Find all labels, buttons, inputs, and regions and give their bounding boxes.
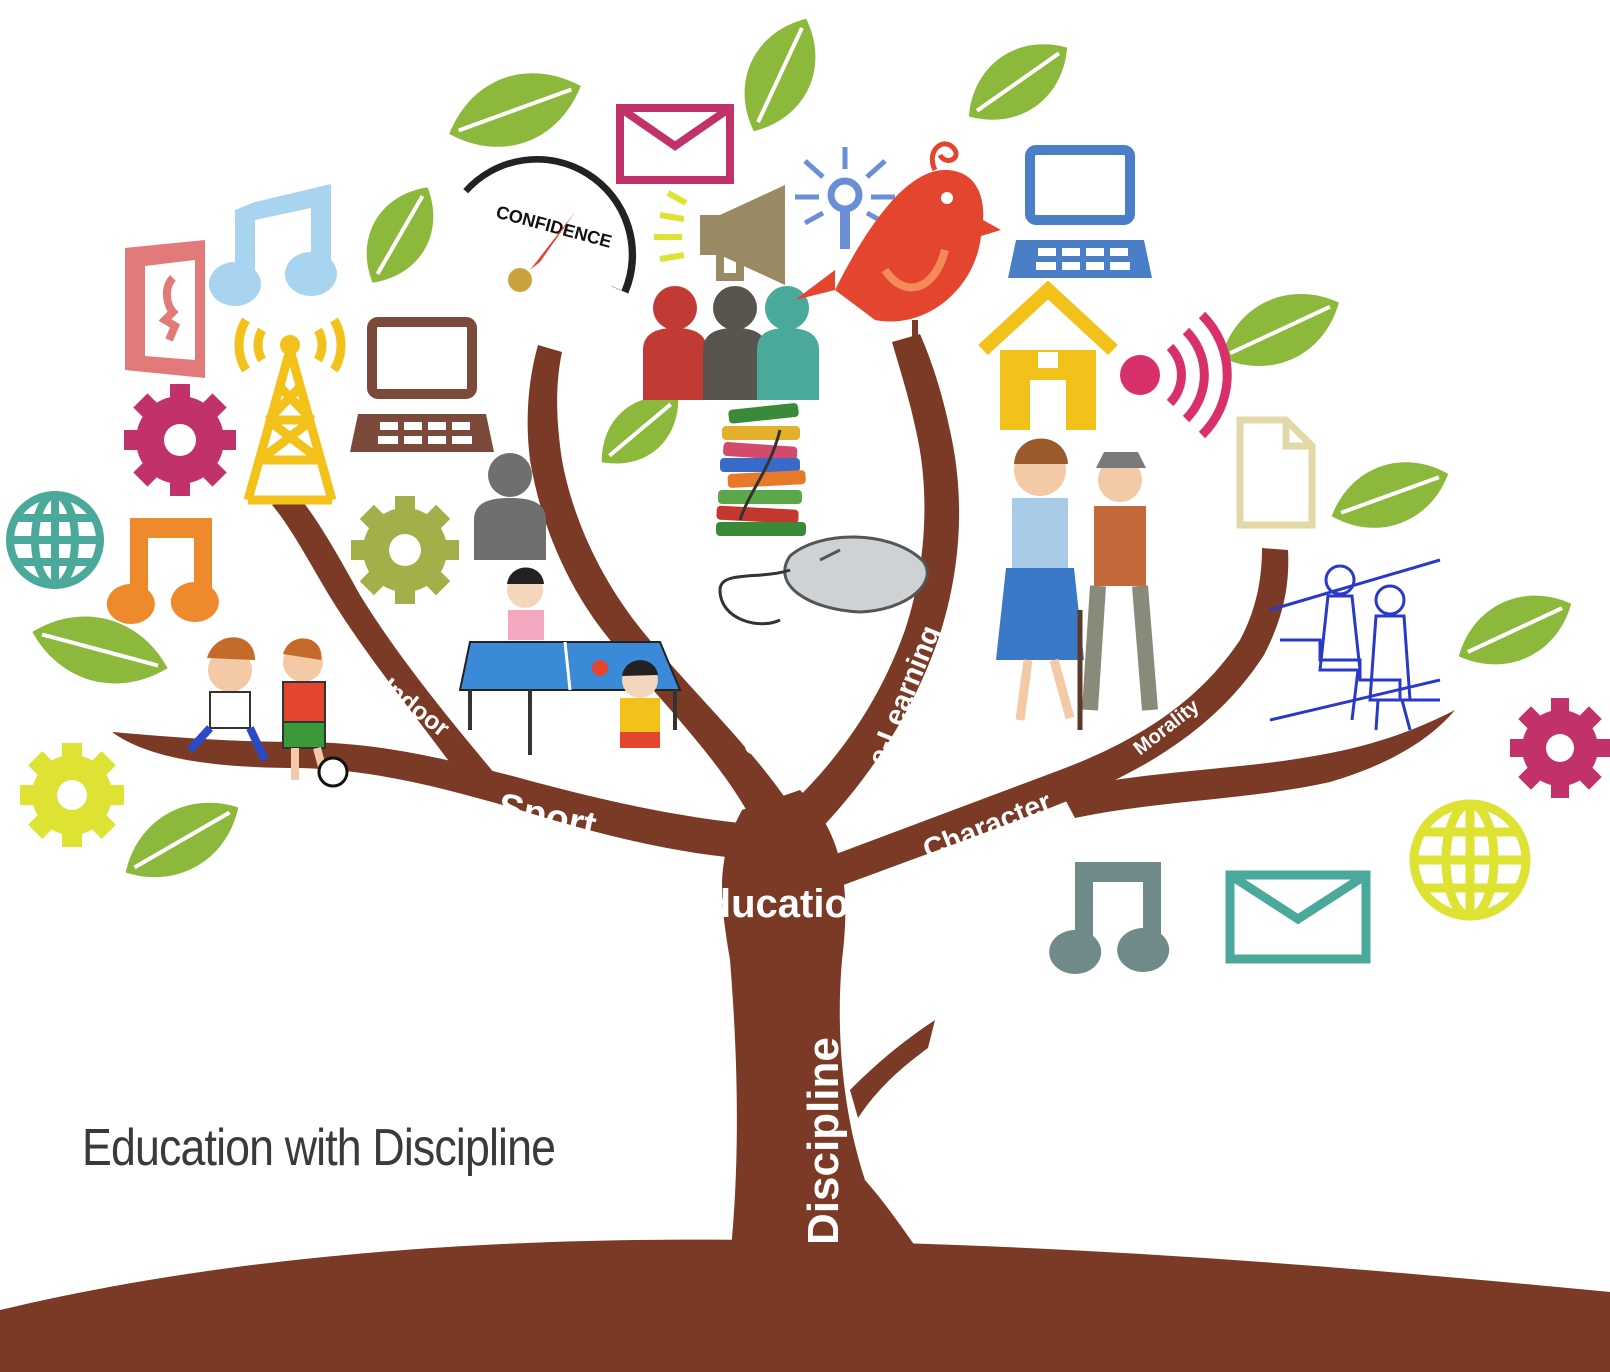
person-icon bbox=[474, 453, 546, 560]
label-outdoor: Outdoor bbox=[280, 794, 372, 825]
stairs-helper-illustration bbox=[1269, 558, 1441, 731]
ground bbox=[0, 1239, 1610, 1372]
leaf-icon bbox=[1458, 595, 1572, 665]
leaf-icon bbox=[968, 44, 1068, 120]
leaf-icon bbox=[744, 18, 816, 132]
house-icon bbox=[978, 280, 1118, 430]
music-note-icon bbox=[1049, 862, 1170, 974]
label-education: Education bbox=[680, 882, 873, 926]
computer-mouse-icon bbox=[718, 429, 929, 626]
leaf-icon bbox=[366, 187, 434, 283]
laptop-icon bbox=[1008, 145, 1152, 278]
sound-wave-icon bbox=[1120, 311, 1232, 439]
tree-trunk bbox=[112, 334, 1455, 1310]
illustrations bbox=[187, 438, 1441, 788]
globe-icon bbox=[1409, 799, 1531, 921]
envelope-icon bbox=[616, 104, 734, 184]
gear-icon bbox=[1510, 698, 1610, 798]
leaf-icon bbox=[601, 396, 679, 464]
lightbulb-icon bbox=[795, 147, 895, 249]
soccer-kids-illustration bbox=[187, 637, 349, 788]
table-tennis-illustration bbox=[458, 567, 682, 755]
megaphone-icon bbox=[654, 185, 785, 285]
confidence-badge-text: CONFIDENCE bbox=[494, 202, 614, 252]
antenna-tower-icon bbox=[234, 317, 346, 505]
label-discipline: Discipline bbox=[799, 1037, 848, 1245]
document-icon bbox=[1236, 416, 1316, 529]
caregiver-elderly-illustration bbox=[996, 438, 1158, 730]
gear-icon bbox=[124, 384, 236, 496]
door-face-icon bbox=[125, 240, 205, 378]
globe-icon bbox=[6, 491, 104, 589]
leaf-icon bbox=[125, 802, 239, 878]
leaf-icon bbox=[1221, 294, 1339, 366]
confidence-gauge-icon: CONFIDENCE bbox=[463, 156, 637, 294]
envelope-icon bbox=[1225, 870, 1371, 964]
books-stack-icon bbox=[716, 403, 806, 536]
leaf-icon bbox=[449, 73, 581, 147]
caption-text: Education with Discipline bbox=[82, 1119, 556, 1177]
music-note-icon bbox=[208, 184, 337, 306]
label-humanity: Humanity bbox=[1166, 807, 1264, 840]
bird-icon bbox=[795, 141, 1001, 342]
leaf-icon bbox=[1331, 462, 1449, 528]
leaves bbox=[32, 18, 1572, 878]
gear-icon bbox=[351, 496, 459, 604]
music-note-icon bbox=[106, 518, 219, 624]
leaf-icon bbox=[32, 616, 168, 684]
people-group-icon bbox=[643, 286, 819, 400]
laptop-icon bbox=[350, 317, 494, 452]
gear-icon bbox=[20, 743, 124, 847]
